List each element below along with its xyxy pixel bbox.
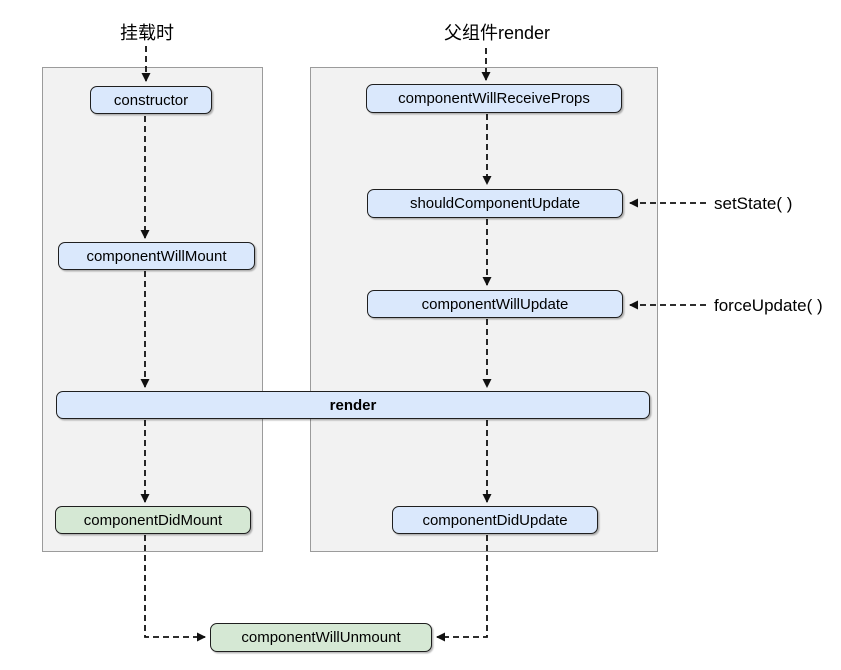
node-constructor: constructor [90, 86, 212, 114]
mount-phase-label: 挂载时 [120, 23, 174, 43]
node-component-did-mount: componentDidMount [55, 506, 251, 534]
force-update-label: forceUpdate( ) [714, 296, 823, 315]
node-should-component-update: shouldComponentUpdate [367, 189, 623, 218]
node-component-did-update: componentDidUpdate [392, 506, 598, 534]
node-render: render [56, 391, 650, 419]
node-component-will-update: componentWillUpdate [367, 290, 623, 318]
node-component-will-receive-props: componentWillReceiveProps [366, 84, 622, 113]
mount-phase-panel [42, 67, 263, 552]
parent-render-label: 父组件render [443, 23, 551, 43]
node-component-will-mount: componentWillMount [58, 242, 255, 270]
set-state-label: setState( ) [714, 194, 793, 213]
node-component-will-unmount: componentWillUnmount [210, 623, 432, 652]
